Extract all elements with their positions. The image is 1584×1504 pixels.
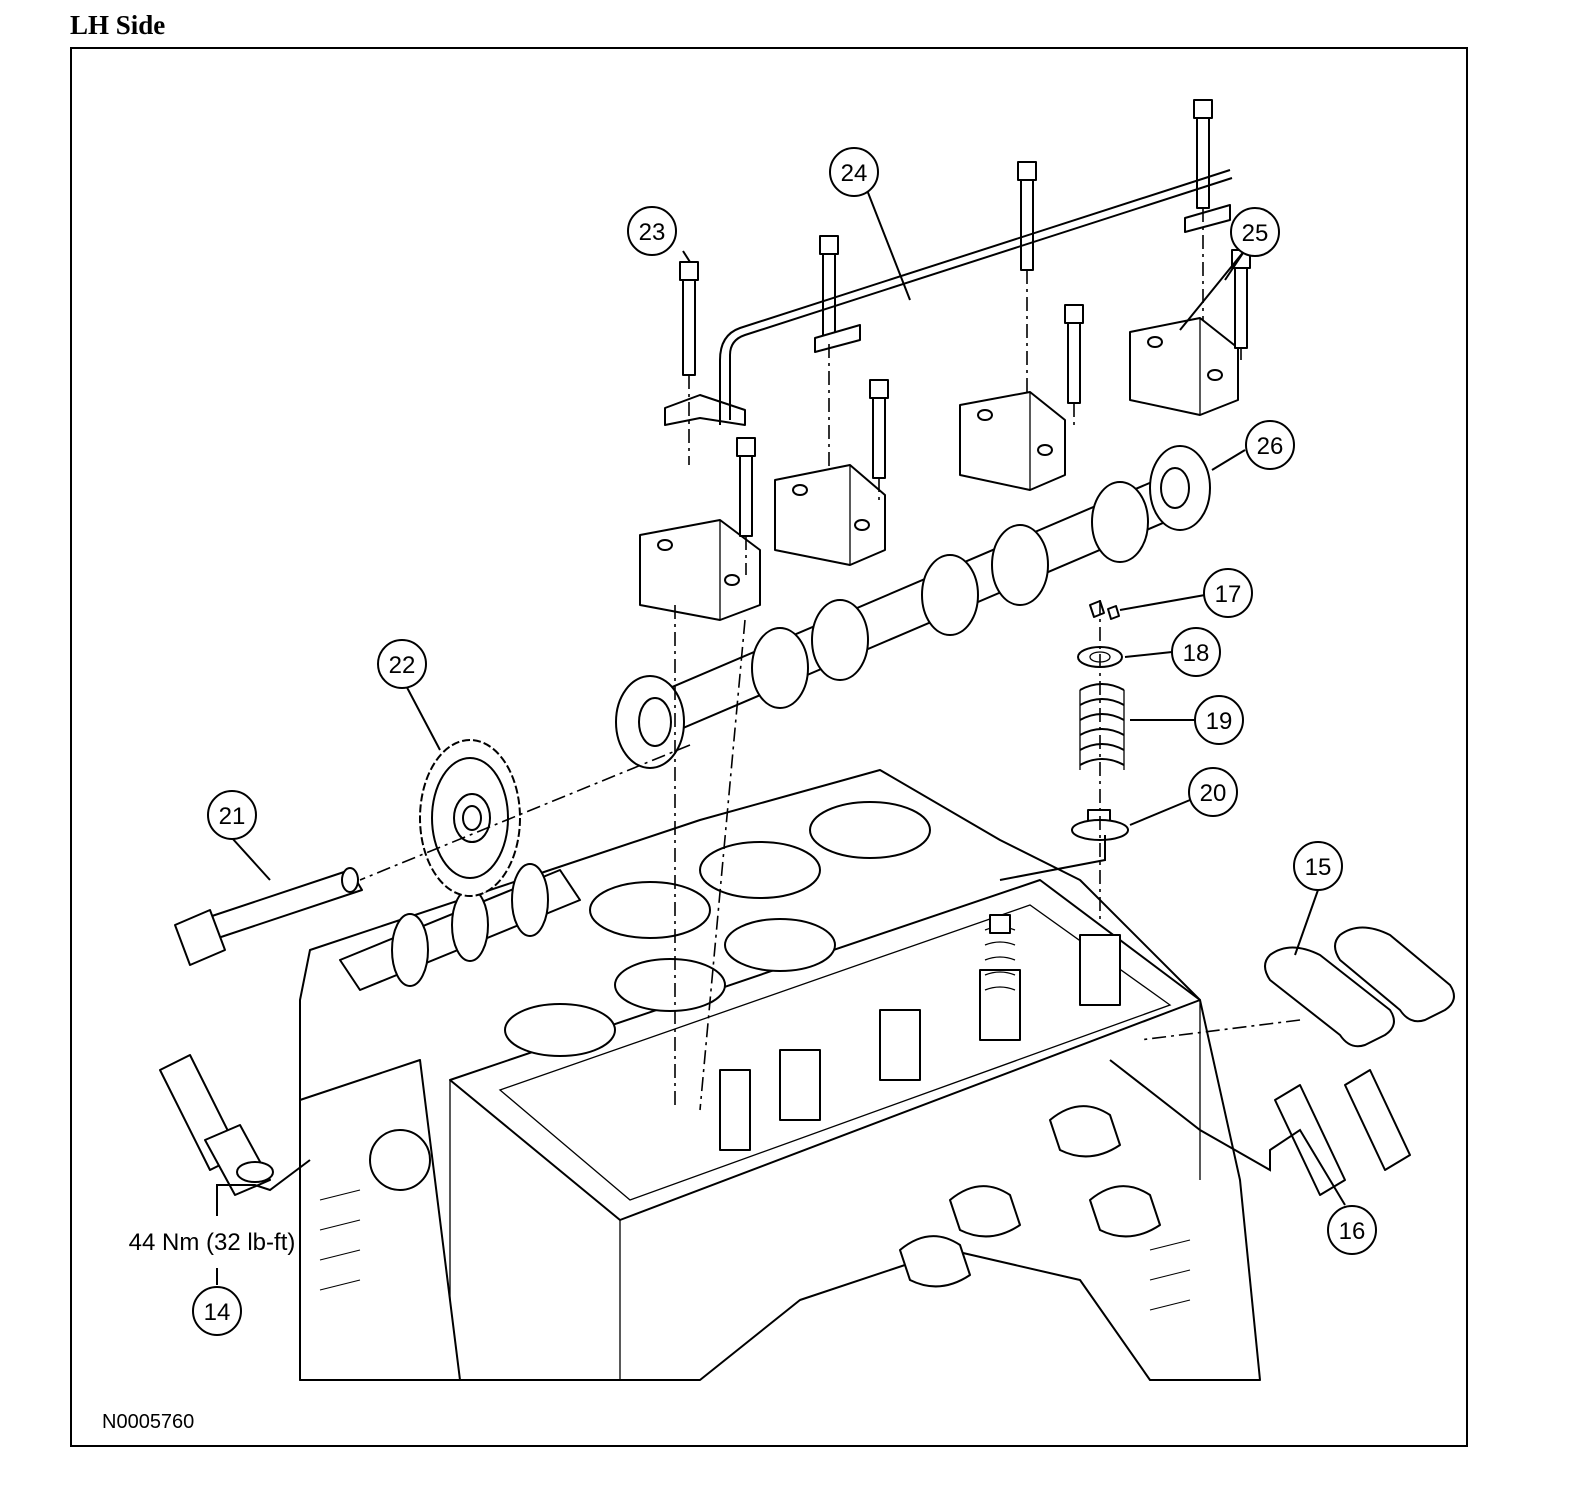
assembly-lines: [359, 208, 1301, 1111]
svg-text:25: 25: [1242, 220, 1269, 247]
callout-14: 14: [192, 1286, 242, 1336]
svg-text:17: 17: [1215, 581, 1242, 608]
svg-text:15: 15: [1305, 854, 1332, 881]
diagram-frame: [70, 47, 1468, 1447]
callout-26: 26: [1245, 420, 1295, 470]
svg-text:18: 18: [1183, 640, 1210, 667]
sprocket-illustration: [419, 739, 521, 897]
leader-lines: [216, 189, 1346, 1285]
svg-text:22: 22: [389, 652, 416, 679]
svg-text:19: 19: [1206, 708, 1233, 735]
svg-text:14: 14: [204, 1299, 231, 1326]
callout-21: 21: [207, 790, 257, 840]
page-title: LH Side: [70, 10, 166, 40]
callout-22: 22: [377, 639, 427, 689]
callout-16: 16: [1327, 1205, 1377, 1255]
callout-17: 17: [1203, 568, 1253, 618]
rocker-arms-illustration: [1264, 926, 1455, 1048]
camshaft-bolt-illustration: [174, 867, 363, 966]
bearing-caps-illustration: [639, 317, 1239, 621]
callout-15: 15: [1293, 841, 1343, 891]
lash-adjusters-illustration: [1274, 1069, 1411, 1196]
oil-tube-illustration: [664, 169, 1233, 426]
callout-20: 20: [1188, 767, 1238, 817]
cylinder-head-illustration: [299, 769, 1261, 1381]
callout-23: 23: [627, 206, 677, 256]
callout-25: 25: [1230, 207, 1280, 257]
torque-spec-label: 44 Nm (32 lb-ft): [129, 1229, 296, 1256]
svg-text:26: 26: [1257, 433, 1284, 460]
bolts-illustration: [679, 99, 1251, 537]
camshaft-illustration: [615, 445, 1211, 769]
svg-text:21: 21: [219, 803, 246, 830]
callout-18: 18: [1171, 627, 1221, 677]
svg-text:16: 16: [1339, 1218, 1366, 1245]
sensor-illustration: [159, 1054, 274, 1196]
svg-text:23: 23: [639, 219, 666, 246]
callout-24: 24: [829, 147, 879, 197]
svg-text:20: 20: [1200, 780, 1227, 807]
svg-text:24: 24: [841, 160, 868, 187]
figure-id: N0005760: [102, 1411, 194, 1433]
callout-19: 19: [1194, 695, 1244, 745]
